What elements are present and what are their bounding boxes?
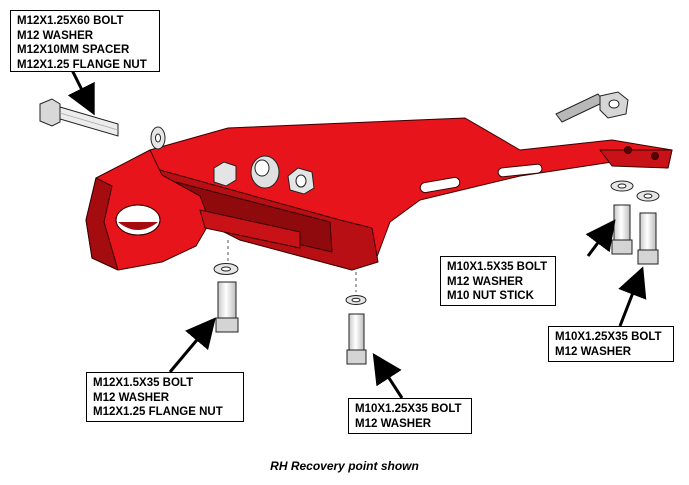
right-bolt-1-head xyxy=(611,239,633,255)
callout-line: M10 NUT STICK xyxy=(447,290,534,302)
callout-line: M12X1.25 FLANGE NUT xyxy=(93,406,223,418)
bracket-slot-1 xyxy=(419,176,461,194)
callout-line: M10X1.5X35 BOLT xyxy=(447,261,548,273)
callout-line: M12X1.25 FLANGE NUT xyxy=(17,58,147,71)
callout-line: M12 WASHER xyxy=(447,275,524,288)
callout-line: M12 WASHER xyxy=(355,417,432,430)
callout-bottom-center: M10X1.25X35 BOLT M12 WASHER xyxy=(348,398,472,434)
callout-line: M12X10MM SPACER xyxy=(17,44,130,56)
top-left-hardware xyxy=(39,98,315,195)
center-lower-hardware xyxy=(345,272,367,365)
arrow-right-lower xyxy=(618,266,647,327)
callout-line: M12 WASHER xyxy=(93,391,170,404)
bracket-nut xyxy=(213,161,237,187)
left-lower-bolt-head xyxy=(215,317,239,333)
leader-arrows xyxy=(67,69,647,399)
callout-line: M12X1.5X35 BOLT xyxy=(93,377,194,389)
callout-line: M12 WASHER xyxy=(555,345,632,358)
nut-stick xyxy=(555,91,629,123)
bracket-slot-2 xyxy=(497,163,543,178)
left-lower-bolt-shank xyxy=(217,281,237,319)
figure-caption: RH Recovery point shown xyxy=(270,459,419,473)
callout-bottom-left: M12X1.5X35 BOLT M12 WASHER M12X1.25 FLAN… xyxy=(86,372,244,422)
callout-line: M10X1.25X35 BOLT xyxy=(555,331,662,343)
callout-line: M10X1.25X35 BOLT xyxy=(355,403,462,415)
center-lower-bolt-head xyxy=(346,349,367,365)
right-bolt-1-shank xyxy=(613,204,631,241)
left-lower-hardware xyxy=(213,240,239,333)
bracket-right-tab xyxy=(599,149,673,169)
bracket-lower-flange xyxy=(199,209,301,249)
callout-right-lower: M10X1.25X35 BOLT M12 WASHER xyxy=(548,326,674,362)
right-bolt-2-shank xyxy=(639,212,657,251)
callout-line: M12 WASHER xyxy=(17,29,94,42)
callout-right-upper: M10X1.5X35 BOLT M12 WASHER M10 NUT STICK xyxy=(440,256,556,306)
arrow-right-upper xyxy=(585,219,616,257)
arrow-top-left xyxy=(67,69,95,116)
arrow-bottom-center xyxy=(372,352,404,399)
recovery-bracket xyxy=(85,117,673,271)
nut-stick-strap xyxy=(555,93,605,123)
right-hardware xyxy=(610,180,660,265)
right-bolt-2-head xyxy=(637,249,659,265)
arrow-bottom-left xyxy=(168,317,216,373)
bracket-hook-shade xyxy=(85,177,119,271)
callout-line: M12X1.25X60 BOLT xyxy=(17,15,124,27)
center-lower-bolt-shank xyxy=(348,313,365,351)
long-bolt-head xyxy=(39,98,61,127)
callout-top-left: M12X1.25X60 BOLT M12 WASHER M12X10MM SPA… xyxy=(10,10,160,72)
